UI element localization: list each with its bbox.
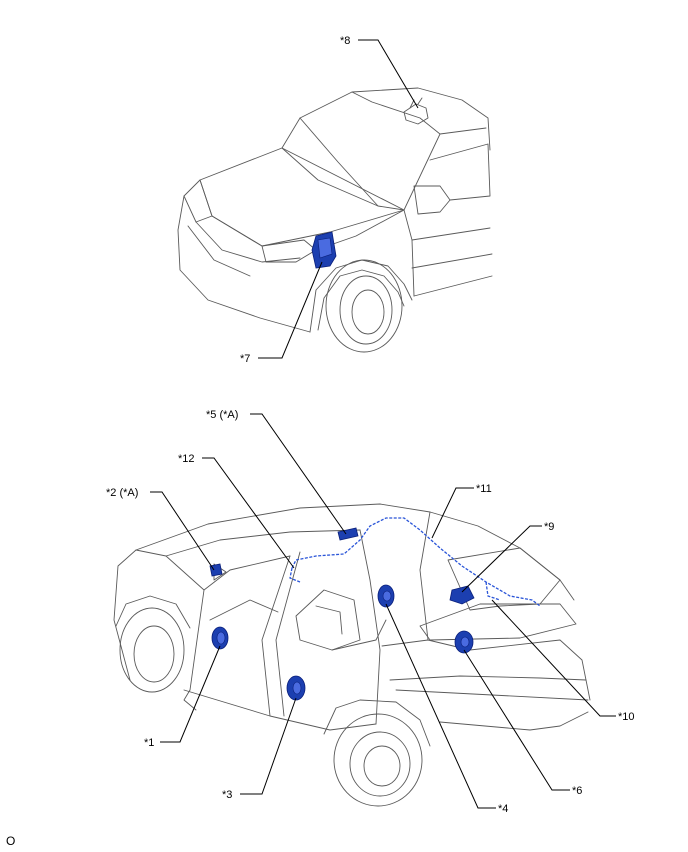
callout-labels: *8 *7 *5 (*A) *12 *2 (*A) *11 *9 *1 *3 *…	[106, 35, 635, 815]
callout-10: *10	[618, 711, 635, 723]
figure-code: O	[6, 834, 16, 848]
callout-1: *1	[144, 737, 154, 749]
callout-8: *8	[340, 35, 350, 47]
leader-lines	[150, 39, 616, 809]
rear-vehicle-illustration	[113, 503, 591, 807]
component-2	[209, 563, 223, 577]
callout-7: *7	[240, 353, 250, 365]
callout-3: *3	[222, 789, 232, 801]
callout-11: *11	[476, 483, 492, 495]
front-vehicle-illustration	[177, 87, 493, 353]
component-5	[337, 527, 359, 541]
callout-12: *12	[178, 453, 195, 465]
callout-6: *6	[572, 785, 582, 797]
callout-5: *5 (*A)	[206, 409, 238, 421]
component-9	[449, 585, 475, 605]
callout-9: *9	[544, 521, 554, 533]
callout-4: *4	[498, 803, 508, 815]
callout-2: *2 (*A)	[106, 487, 138, 499]
